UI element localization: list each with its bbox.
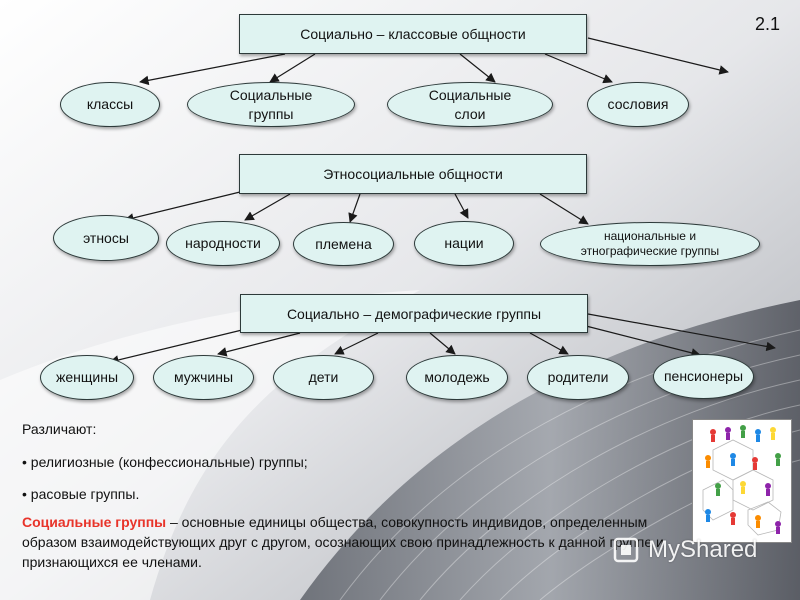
class-communities-box: Социально – классовые общности [239, 14, 587, 54]
watermark-text: MyShared [648, 536, 758, 563]
oval-women: женщины [40, 355, 134, 400]
bullet-religious-groups: религиозные (конфессиональные) группы; [22, 454, 308, 470]
arrow [454, 193, 469, 219]
arrow [139, 53, 286, 86]
oval-ethnoses: этносы [53, 215, 159, 261]
arrow [244, 193, 291, 221]
bullet-racial-groups: расовые группы. [22, 486, 140, 502]
arrow [429, 332, 456, 355]
definition-text: – основные единицы общества, совокупност… [22, 514, 664, 570]
slide-number: 2.1 [755, 14, 781, 34]
oval-tribes: племена [293, 222, 394, 266]
arrow [529, 332, 569, 355]
section-title: Этносоциальные общности [323, 166, 503, 182]
definition-paragraph: Социальные группы – основные единицы общ… [22, 513, 692, 573]
ethnosocial-communities-box: Этносоциальные общности [239, 154, 587, 194]
oval-nationalities: народности [166, 221, 280, 266]
arrow [124, 191, 241, 223]
arrow [269, 53, 316, 83]
oval-parents: родители [527, 355, 629, 400]
myshared-logo-icon [613, 537, 639, 563]
arrow [109, 329, 243, 365]
oval-men: мужчины [153, 355, 254, 400]
oval-social-strata: Социальные слои [387, 82, 553, 127]
arrow [539, 193, 589, 225]
arrow [587, 37, 729, 75]
oval-pensioners: пенсионеры [653, 354, 754, 399]
people-network-picture [692, 419, 792, 543]
oval-classes: классы [60, 82, 160, 127]
arrow [544, 53, 613, 84]
oval-estates: сословия [587, 82, 689, 127]
people-network-icon [702, 425, 782, 536]
arrow [459, 53, 496, 83]
demographic-groups-box: Социально – демографические группы [240, 294, 588, 333]
arrow [585, 325, 701, 358]
myshared-watermark: MyShared [612, 536, 757, 564]
distinguish-heading: Различают: [22, 421, 97, 437]
arrow [587, 313, 776, 352]
oval-social-groups: Социальные группы [187, 82, 355, 127]
arrow [217, 332, 301, 357]
arrow [348, 193, 361, 223]
oval-ethnographic-groups: национальные и этнографические группы [540, 222, 760, 266]
definition-term: Социальные группы [22, 514, 167, 530]
oval-children: дети [273, 355, 374, 400]
arrow [334, 332, 379, 355]
oval-youth: молодежь [406, 355, 508, 400]
section-title: Социально – классовые общности [300, 26, 526, 42]
section-title: Социально – демографические группы [286, 305, 542, 322]
oval-nations: нации [414, 221, 514, 266]
